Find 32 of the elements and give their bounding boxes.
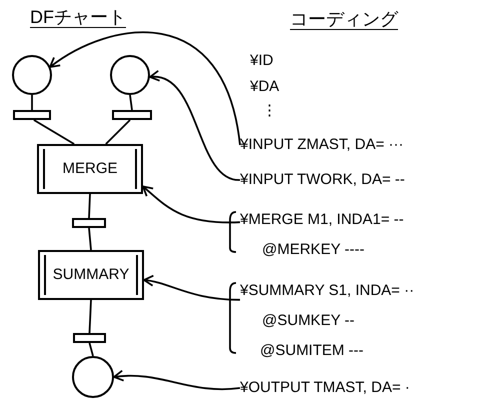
connector-line <box>129 94 133 110</box>
code-line: ¥DA <box>250 77 280 97</box>
buffer-bar <box>72 218 106 228</box>
code-line: ¥MERGE M1, INDA1= -- <box>240 209 404 231</box>
code-line: ¥OUTPUT TMAST, DA= · <box>240 377 410 399</box>
connector-line <box>88 300 92 334</box>
code-line: ⋮ <box>262 101 277 121</box>
code-line: ¥SUMMARY S1, INDA= ·· <box>240 280 414 302</box>
arrow <box>142 186 240 224</box>
buffer-bar <box>13 110 51 120</box>
arrow <box>113 370 240 390</box>
connector-line <box>88 228 92 250</box>
buffer-bar <box>112 110 152 120</box>
heading: DFチャート <box>30 6 126 29</box>
arrow <box>143 275 240 301</box>
buffer-bar <box>73 333 106 343</box>
connector-line <box>105 119 131 145</box>
code-line: ¥ID <box>250 51 274 71</box>
connector-line <box>33 119 75 145</box>
code-line: @SUMITEM --- <box>260 340 364 362</box>
connector-line <box>31 95 33 110</box>
code-line: @SUMKEY -- <box>262 310 354 332</box>
arrow <box>49 31 241 146</box>
code-line: ¥INPUT ZMAST, DA= ··· <box>240 134 404 156</box>
code-line: @MERKEY ---- <box>262 239 364 261</box>
connector-line <box>88 194 91 218</box>
process-box: SUMMARY <box>38 250 144 300</box>
heading: コーディング <box>290 8 398 31</box>
process-box: MERGE <box>37 144 143 194</box>
arrow <box>149 72 240 181</box>
connector-line <box>88 342 94 356</box>
code-line: ¥INPUT TWORK, DA= -- <box>240 169 405 191</box>
